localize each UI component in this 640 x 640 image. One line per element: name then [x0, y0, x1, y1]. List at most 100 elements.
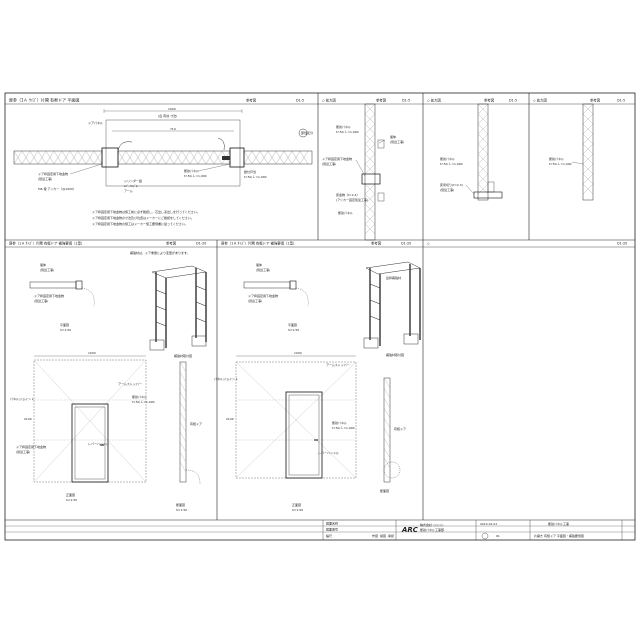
label-frame-sub: (別途工事) [322, 161, 336, 166]
label-door: 有框ドア [394, 426, 406, 431]
caption-section-scale: S=1:50 [176, 508, 187, 512]
caption-scale: S=1:50 [60, 328, 71, 332]
panel-header-6: 扉参（1Ａ ｻｲｽﾞ）片開 有框ドア 補強要領（1型） 参考図 D1-20 [217, 241, 423, 248]
ref-label: 参考図 [484, 98, 495, 103]
drawing-title: 片開き 有框ドア 平面図・補強要領図 [534, 533, 584, 538]
caption-iso: 補強材取付図 [174, 353, 192, 358]
ref-label: 参考図 [246, 98, 257, 103]
panel-header-7: ◇ D1-20 [423, 242, 635, 248]
label-beam-sub: (別途工事) [40, 267, 54, 272]
label-joint: 床金物（t=2.3） [336, 192, 359, 197]
company-sub: 断熱パネル工事部 [420, 527, 444, 532]
iso-frame-sketch: 補強材取付図 [149, 265, 207, 358]
sheet-no: 01 [496, 534, 500, 538]
label-panel: 断熱パネル [549, 156, 564, 161]
ref-no: D1-5 [402, 99, 410, 103]
ref-no: D1-5 [617, 99, 625, 103]
label-panel: 断熱パネル [332, 420, 347, 425]
label-rail: ﾚﾊﾞｰﾊﾝﾄﾞﾙ [124, 184, 138, 188]
detail-section-2: 断熱パネル t=50,Ｌ=1,000 躯体 (別途工事) ドア枠固定用下地金物 … [322, 103, 404, 241]
date: 2014.01.01 [480, 522, 497, 526]
label-door: 断熱パネル [338, 210, 353, 215]
ref-no: D1-20 [196, 242, 206, 246]
top-note: 補強材は、ドア重量により変更があります。 [130, 250, 190, 255]
tb-cell-approver: 承認 [388, 533, 394, 538]
label-panel-note-2: t=50,Ｌ=1,000 [244, 175, 267, 179]
label-panel-sub: t=50,Ｌ=1,000 [132, 400, 155, 404]
label-anchor: M6 埋 アンカー（@1000） [38, 186, 76, 191]
note-3: ドア枠固定用下地金物の施工はメーカー施工要領書に従ってください。 [92, 221, 188, 226]
label-panel: 断熱パネル [440, 156, 455, 161]
label-hinge: アーム [124, 188, 133, 193]
ref-label: 参考図 [166, 241, 177, 246]
panel-title: 扉参（1Ａ ｻｲｽﾞ）片開 有框ドア 補強要領（1型） [9, 241, 84, 246]
detail-section-4: 断熱パネル t=50,Ｌ=1,000 [549, 103, 594, 201]
panel-title: ◇ 拡大図 [322, 98, 336, 103]
label-panel-sub: t=50,Ｌ=1,000 [336, 130, 359, 134]
label-plate: 床見切り(t=2.3) [440, 182, 463, 187]
front-elevation: 1000 パネルジョイント ドア枠固定用下地金物 (別途工事) アームストッパー… [10, 351, 155, 502]
detail-marker: 部位区分 [301, 130, 313, 135]
detail-section-3: 断熱パネル t=50,Ｌ=1,000 床見切り(t=2.3) (別途工事) [440, 103, 503, 201]
caption-elev: 正面図 [292, 503, 301, 507]
label-plate-sub: (別途工事) [440, 187, 454, 192]
caption-elev-scale: S=1:50 [66, 498, 77, 502]
label-beam: 躯体 [256, 262, 262, 267]
side-section: 有框ドア 断面図 [380, 377, 406, 493]
caption-elev-scale: S=1:50 [292, 508, 303, 512]
label-panel: 断熱パネル [336, 124, 351, 129]
label-frame: ドア枠固定用下地金物 [34, 293, 64, 298]
iso-frame-sketch: 補強材取付図 扉枠補強材 [363, 261, 421, 357]
label-frame: ドア枠固定用下地金物 [322, 156, 352, 161]
caption-section: 断面図 [380, 488, 389, 493]
label-rail: アームストッパー [118, 381, 142, 386]
company-name: 株式会社 ○○○○ [420, 522, 444, 527]
panel-title: ◇ 拡大図 [533, 98, 547, 103]
note-1: ドア枠固定用下地金物は施工前に必ず確認し、芯出し墨出しを行ってください。 [92, 209, 200, 214]
label-beam: 躯体 [40, 262, 46, 267]
ref-label: 参考図 [590, 98, 601, 103]
label-door: 有框ドア [190, 421, 202, 426]
label-frame2: 扉枠補強材 [386, 275, 401, 280]
caption-plan: 平面図 [288, 323, 297, 327]
label-stopper: 壁付戸当 [244, 169, 256, 174]
caption-elev: 正面図 [66, 493, 75, 497]
label-latch: シリンダー錠 [124, 178, 142, 183]
label-beam: 躯体 [390, 134, 396, 139]
sheet-border [4, 92, 636, 541]
reinforcement-panel-1: 補強材は、ドア重量により変更があります。 躯体 (別途工事) ドア枠固定用下地金… [10, 250, 207, 512]
label-frame-2: ドア枠固定用下地金物 [16, 444, 46, 449]
side-section: 有框ドア 断面図 S=1:50 [176, 361, 202, 512]
ref-no: D1-20 [617, 242, 627, 246]
panel-header-3: ◇ 拡大図 参考図 D1-5 [423, 98, 529, 105]
note-2: ドア枠固定用下地金物の寸法及び位置はメーカーにご確認をしてください。 [92, 215, 194, 220]
label-panel-sub: t=50,Ｌ=1,000 [549, 162, 572, 166]
label-lever: レバーハンドル [88, 442, 109, 446]
caption-iso: 補強材取付図 [386, 352, 404, 357]
label-frame-sub: (別途工事) [248, 298, 262, 303]
tb-cell-drafter: 作図 [372, 533, 378, 538]
label-frame-sub-2: (別途工事) [16, 449, 30, 454]
tb-cell-name: 図面名称 [326, 521, 338, 526]
dim-width: 1000 [168, 107, 176, 111]
label-beam-sub: (別途工事) [256, 267, 270, 272]
panel-header-1: 扉参（1Ａ ｻｲｽﾞ）片開 有框ドア 平面図 参考図 D1-5 [5, 97, 318, 105]
label-frame-cut-sub: (別途工事) [38, 176, 52, 181]
label-panel-joint: パネルジョイント [214, 376, 238, 381]
label-frame-cut: ドア枠固定用下地金物 [38, 171, 68, 176]
label-frame: ドア枠固定用下地金物 [248, 293, 278, 298]
panel-title: ◇ [427, 242, 430, 246]
reinforcement-panel-2: 躯体 (別途工事) ドア枠固定用下地金物 (別途工事) 平面図 S=1:50 補… [214, 261, 421, 512]
label-rail: アームストッパー [326, 362, 350, 367]
dim-width: 1000 [88, 351, 96, 355]
label-panel-note: t=50,Ｌ=1,000 [184, 174, 207, 178]
plan-view-door: 1000 (扉 有効 寸法) 710 ドアパネル ドア枠固定用下地金物 (別途工… [13, 107, 313, 226]
panel-title: 扉参（1Ａ ｻｲｽﾞ）片開 有框ドア 補強要領（1型） [221, 241, 296, 246]
dim-inner: 710 [170, 127, 176, 131]
dim-height: 2100 [24, 417, 32, 421]
panel-header-4: ◇ 拡大図 参考図 D1-5 [529, 98, 635, 105]
caption-section: 断面図 [176, 502, 185, 507]
panel-title: 扉参（1Ａ ｻｲｽﾞ）片開 有框ドア 平面図 [9, 97, 79, 103]
panel-header-5: 扉参（1Ａ ｻｲｽﾞ）片開 有框ドア 補強要領（1型） 参考図 D1-20 [5, 241, 217, 248]
